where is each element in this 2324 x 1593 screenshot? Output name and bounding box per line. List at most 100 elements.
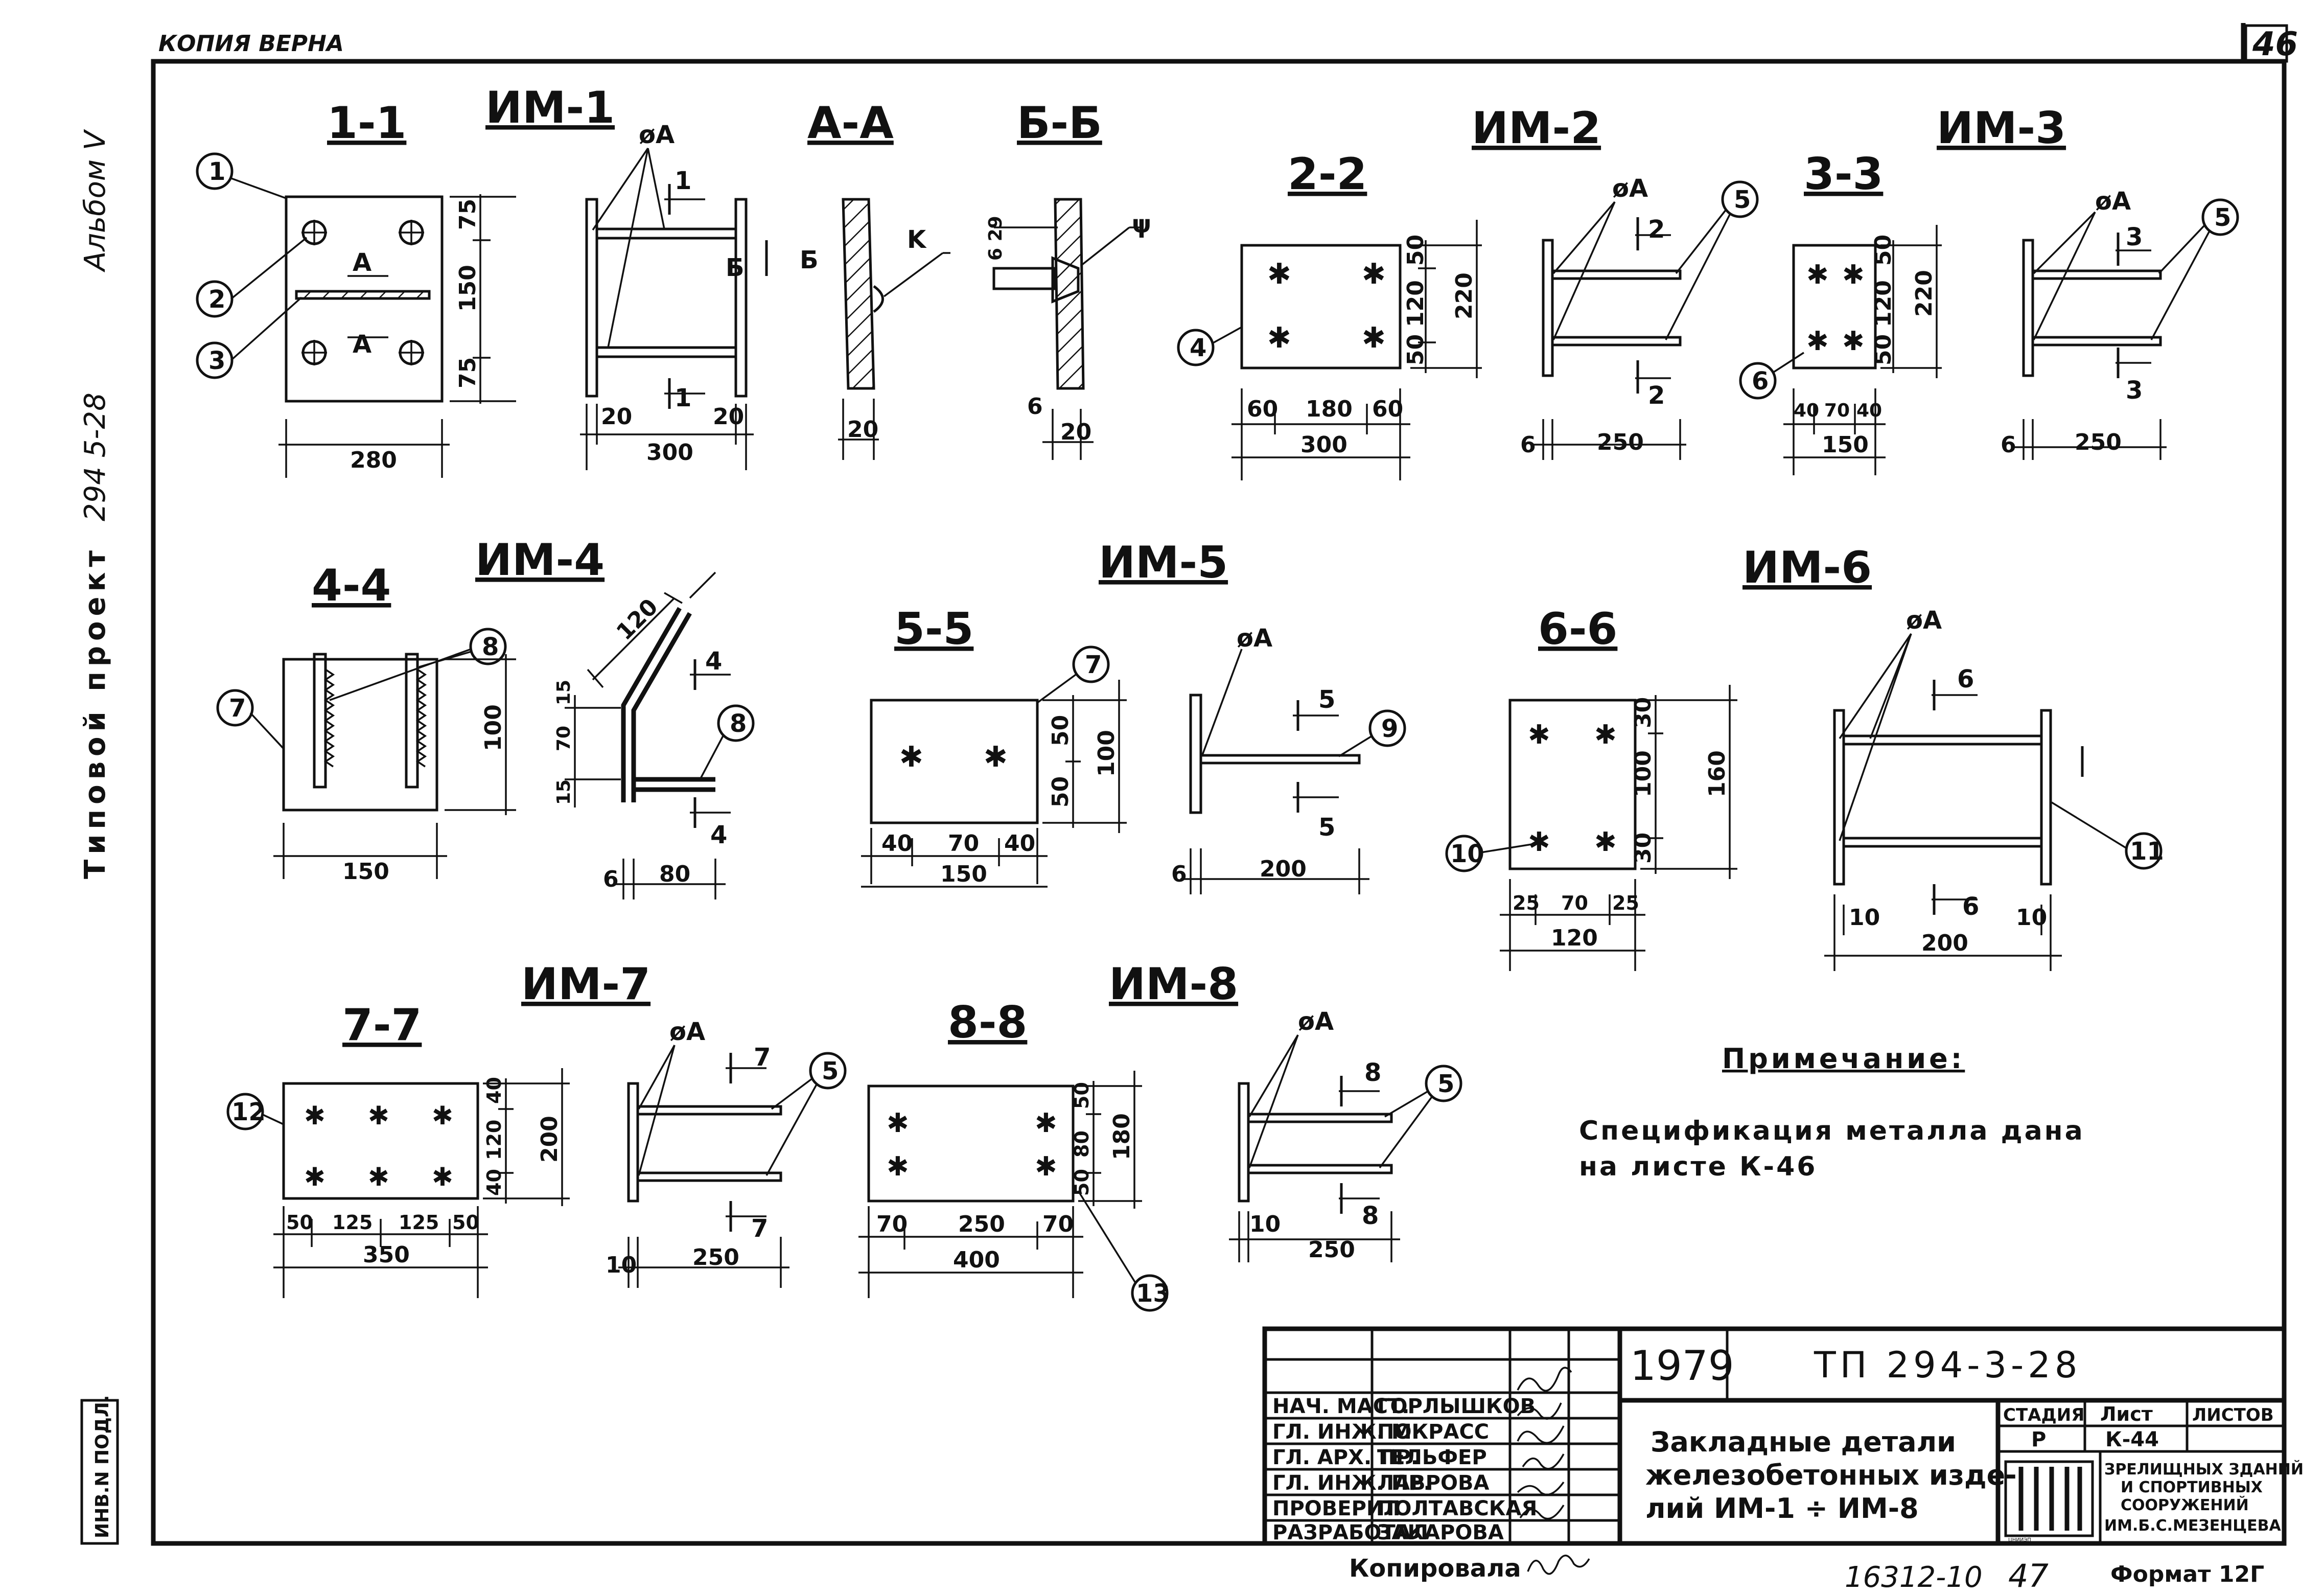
dim-aa-20: 20 bbox=[847, 417, 878, 443]
dim-im7-125a: 125 bbox=[332, 1211, 373, 1234]
anchor-im7-1: ✱ bbox=[304, 1101, 326, 1130]
note-line-1: Спецификация металла дана bbox=[1579, 1116, 2085, 1146]
cut-3-label-bottom: 3 bbox=[2126, 376, 2143, 405]
dim-im1-75b: 75 bbox=[455, 357, 481, 388]
stamp-name-6: ЗАКАРОВА bbox=[1377, 1521, 1504, 1544]
anchor-im2-3: ✱ bbox=[1267, 321, 1291, 355]
stamp-role-1: НАЧ. МАСТ. bbox=[1272, 1395, 1409, 1418]
dim-im6-70: 70 bbox=[1561, 892, 1588, 914]
stamp-role-6: РАЗРАБОТАЛ bbox=[1272, 1521, 1428, 1544]
detail-im4: ИМ-4 4-4 7 8 150 100 120 4 4 8 15 70 15 bbox=[216, 535, 755, 899]
part-mark-10: 10 bbox=[1450, 840, 1484, 868]
dim-im1-150: 150 bbox=[455, 265, 481, 312]
section-7-7-title: 7-7 bbox=[342, 1000, 422, 1051]
part-mark-11: 11 bbox=[2130, 837, 2164, 866]
weld-mark-im6: øA bbox=[1906, 606, 1942, 635]
dim-bb-629: 6 29 bbox=[985, 216, 1006, 261]
dim-im8-70b: 70 bbox=[1042, 1211, 1074, 1237]
dim-im6-120: 120 bbox=[1551, 925, 1598, 951]
inventory-number: 16312-10 bbox=[1845, 1561, 1983, 1593]
dim-im8-70a: 70 bbox=[876, 1211, 908, 1237]
stamp-name-1: ГОРЛЫШКОВ bbox=[1377, 1395, 1536, 1418]
org-line-1: ЗРЕЛИЩНЫХ ЗДАНИЙ bbox=[2104, 1460, 2304, 1479]
dim-im1-20a: 20 bbox=[601, 404, 632, 430]
section-b-b: Б-Б ψ 6 29 20 6 bbox=[985, 98, 1151, 460]
dim-im6-30b: 30 bbox=[1630, 833, 1656, 864]
weld-mark-im1: øA bbox=[639, 121, 675, 149]
part-mark-1: 1 bbox=[208, 157, 225, 186]
section-6-6-title: 6-6 bbox=[1538, 604, 1617, 655]
part-mark-2: 2 bbox=[208, 285, 225, 314]
cut-4-label-top: 4 bbox=[705, 647, 722, 676]
dim-im3-120: 120 bbox=[1870, 280, 1896, 327]
dim-im3-250: 250 bbox=[2075, 429, 2122, 455]
dim-im3-6: 6 bbox=[2001, 432, 2016, 458]
cut-5-label-bottom: 5 bbox=[1318, 813, 1335, 842]
dim-im5-70: 70 bbox=[948, 830, 979, 857]
cut-8-label-bottom: 8 bbox=[1362, 1202, 1379, 1230]
sheet-frame bbox=[151, 23, 2288, 1546]
part-mark-5d: 5 bbox=[1437, 1070, 1454, 1098]
dim-im6-10b: 10 bbox=[2016, 905, 2047, 931]
detail-im3: ИМ-3 3-3 ✱ ✱ ✱ ✱ 6 40 70 40 150 50 120 5… bbox=[1739, 103, 2239, 475]
doc-title-line-3: лий ИМ-1 ÷ ИМ-8 bbox=[1645, 1492, 1919, 1525]
dim-im2-6: 6 bbox=[1520, 432, 1536, 458]
im7-title: ИМ-7 bbox=[521, 959, 650, 1010]
stamp-name-2: ПОКРАСС bbox=[1377, 1420, 1489, 1444]
dim-im4-100: 100 bbox=[480, 704, 506, 751]
dim-im8-50b: 50 bbox=[1071, 1169, 1093, 1196]
dim-im6-160: 160 bbox=[1704, 750, 1730, 797]
dim-im2-120: 120 bbox=[1403, 280, 1429, 327]
anchor-im2-2: ✱ bbox=[1362, 258, 1386, 291]
doc-title-line-1: Закладные детали bbox=[1651, 1426, 1956, 1458]
dim-im7-120: 120 bbox=[483, 1120, 505, 1160]
project-label: Типовой проект bbox=[79, 545, 112, 879]
dim-im4-15a: 15 bbox=[553, 680, 574, 705]
stamp-name-5: ПОЛТАВСКАЯ bbox=[1377, 1497, 1537, 1520]
dim-im5-150: 150 bbox=[940, 861, 987, 887]
footer: Копировала 16312-10 47 Формат 12Г bbox=[1349, 1554, 2264, 1593]
stage-value: Р bbox=[2031, 1428, 2046, 1451]
dim-im2-250: 250 bbox=[1597, 429, 1644, 455]
anchor-im6-2: ✱ bbox=[1594, 720, 1617, 750]
dim-im1-20b: 20 bbox=[713, 404, 744, 430]
dim-im6-100: 100 bbox=[1630, 750, 1656, 797]
dim-im7-50b: 50 bbox=[452, 1211, 479, 1234]
stamp-name-4: ЛАВРОВА bbox=[1377, 1471, 1489, 1495]
dim-im3-70: 70 bbox=[1824, 400, 1850, 421]
inv-note: ИНВ.N ПОДЛ. bbox=[92, 1395, 113, 1538]
anchor-im3-2: ✱ bbox=[1842, 260, 1865, 290]
sheet-label: Лист bbox=[2100, 1403, 2153, 1425]
anchor-im2-4: ✱ bbox=[1362, 321, 1386, 355]
part-mark-7b: 7 bbox=[1085, 651, 1102, 679]
dim-im8-80: 80 bbox=[1071, 1130, 1093, 1158]
anchor-im3-4: ✱ bbox=[1842, 326, 1865, 357]
cut-6-label-top: 6 bbox=[1957, 665, 1974, 694]
dim-im5-50a: 50 bbox=[1048, 715, 1074, 746]
cut-a-label-2: A bbox=[353, 330, 371, 359]
copy-note: КОПИЯ ВЕРНА bbox=[158, 31, 344, 57]
stamp-name-3: ТЕЛЬФЕР bbox=[1377, 1446, 1487, 1469]
dim-im1-75a: 75 bbox=[455, 199, 481, 230]
part-mark-5c: 5 bbox=[822, 1057, 839, 1086]
section-a-a: А-А K 20 bbox=[807, 98, 950, 460]
cut-b-label-2: Б bbox=[800, 246, 819, 274]
org-line-3: СООРУЖЕНИЙ bbox=[2121, 1496, 2249, 1514]
stamp-role-2: ГЛ. ИНЖ. М. bbox=[1272, 1420, 1420, 1444]
dim-im8-400: 400 bbox=[953, 1247, 1000, 1273]
dim-im6-25b: 25 bbox=[1612, 892, 1639, 914]
weld-mark-im8: øA bbox=[1298, 1007, 1334, 1036]
stage-label: СТАДИЯ bbox=[2003, 1405, 2084, 1425]
anchor-im8-3: ✱ bbox=[887, 1151, 909, 1182]
anchor-im8-2: ✱ bbox=[1035, 1108, 1057, 1139]
stamp-role-3: ГЛ. АРХ. ПР. bbox=[1272, 1446, 1419, 1469]
cut-b-label-1: Б bbox=[726, 253, 745, 282]
dim-im1-280: 280 bbox=[350, 447, 397, 473]
dim-im6-30a: 30 bbox=[1630, 697, 1656, 728]
detail-im1: ИМ-1 1-1 A A 1 2 3 280 75 150 75 øA 1 bbox=[196, 82, 819, 478]
copied-label: Копировала bbox=[1349, 1554, 1521, 1583]
anchor-im8-1: ✱ bbox=[887, 1108, 909, 1139]
dim-im7-250: 250 bbox=[692, 1244, 739, 1271]
cut-a-label-1: A bbox=[353, 248, 371, 277]
